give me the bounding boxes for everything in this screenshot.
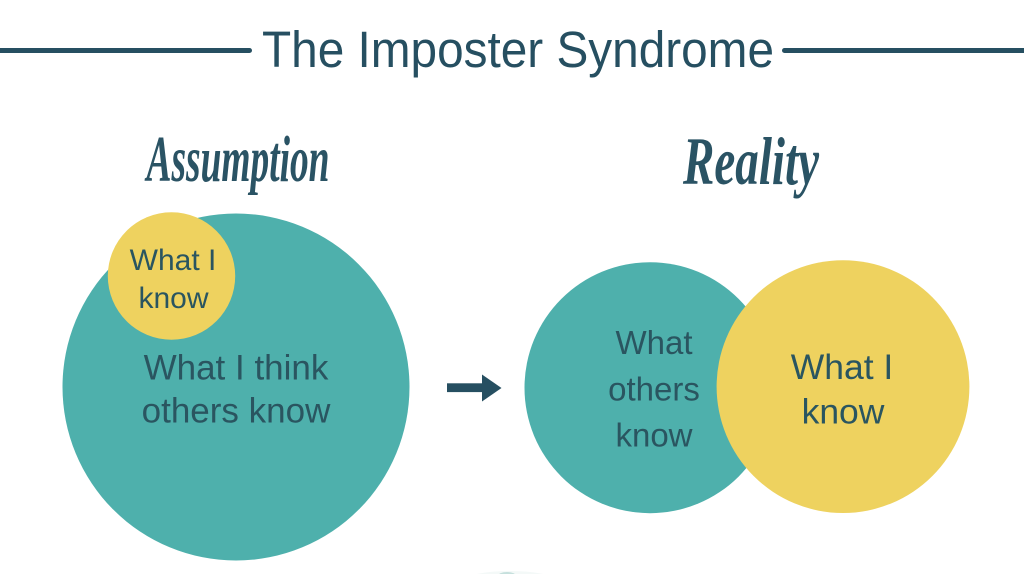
svg-text:What I: What I <box>130 244 217 277</box>
svg-text:others: others <box>608 371 700 408</box>
svg-text:others know: others know <box>142 392 331 431</box>
svg-text:know: know <box>615 417 692 454</box>
svg-text:Assumption: Assumption <box>144 123 329 196</box>
svg-text:The Imposter Syndrome: The Imposter Syndrome <box>262 21 774 78</box>
svg-text:know: know <box>802 392 885 432</box>
svg-text:Reality: Reality <box>682 123 819 199</box>
svg-text:know: know <box>138 282 208 315</box>
svg-text:What I: What I <box>791 347 894 387</box>
svg-text:What I think: What I think <box>144 349 329 388</box>
svg-text:What: What <box>615 324 692 361</box>
